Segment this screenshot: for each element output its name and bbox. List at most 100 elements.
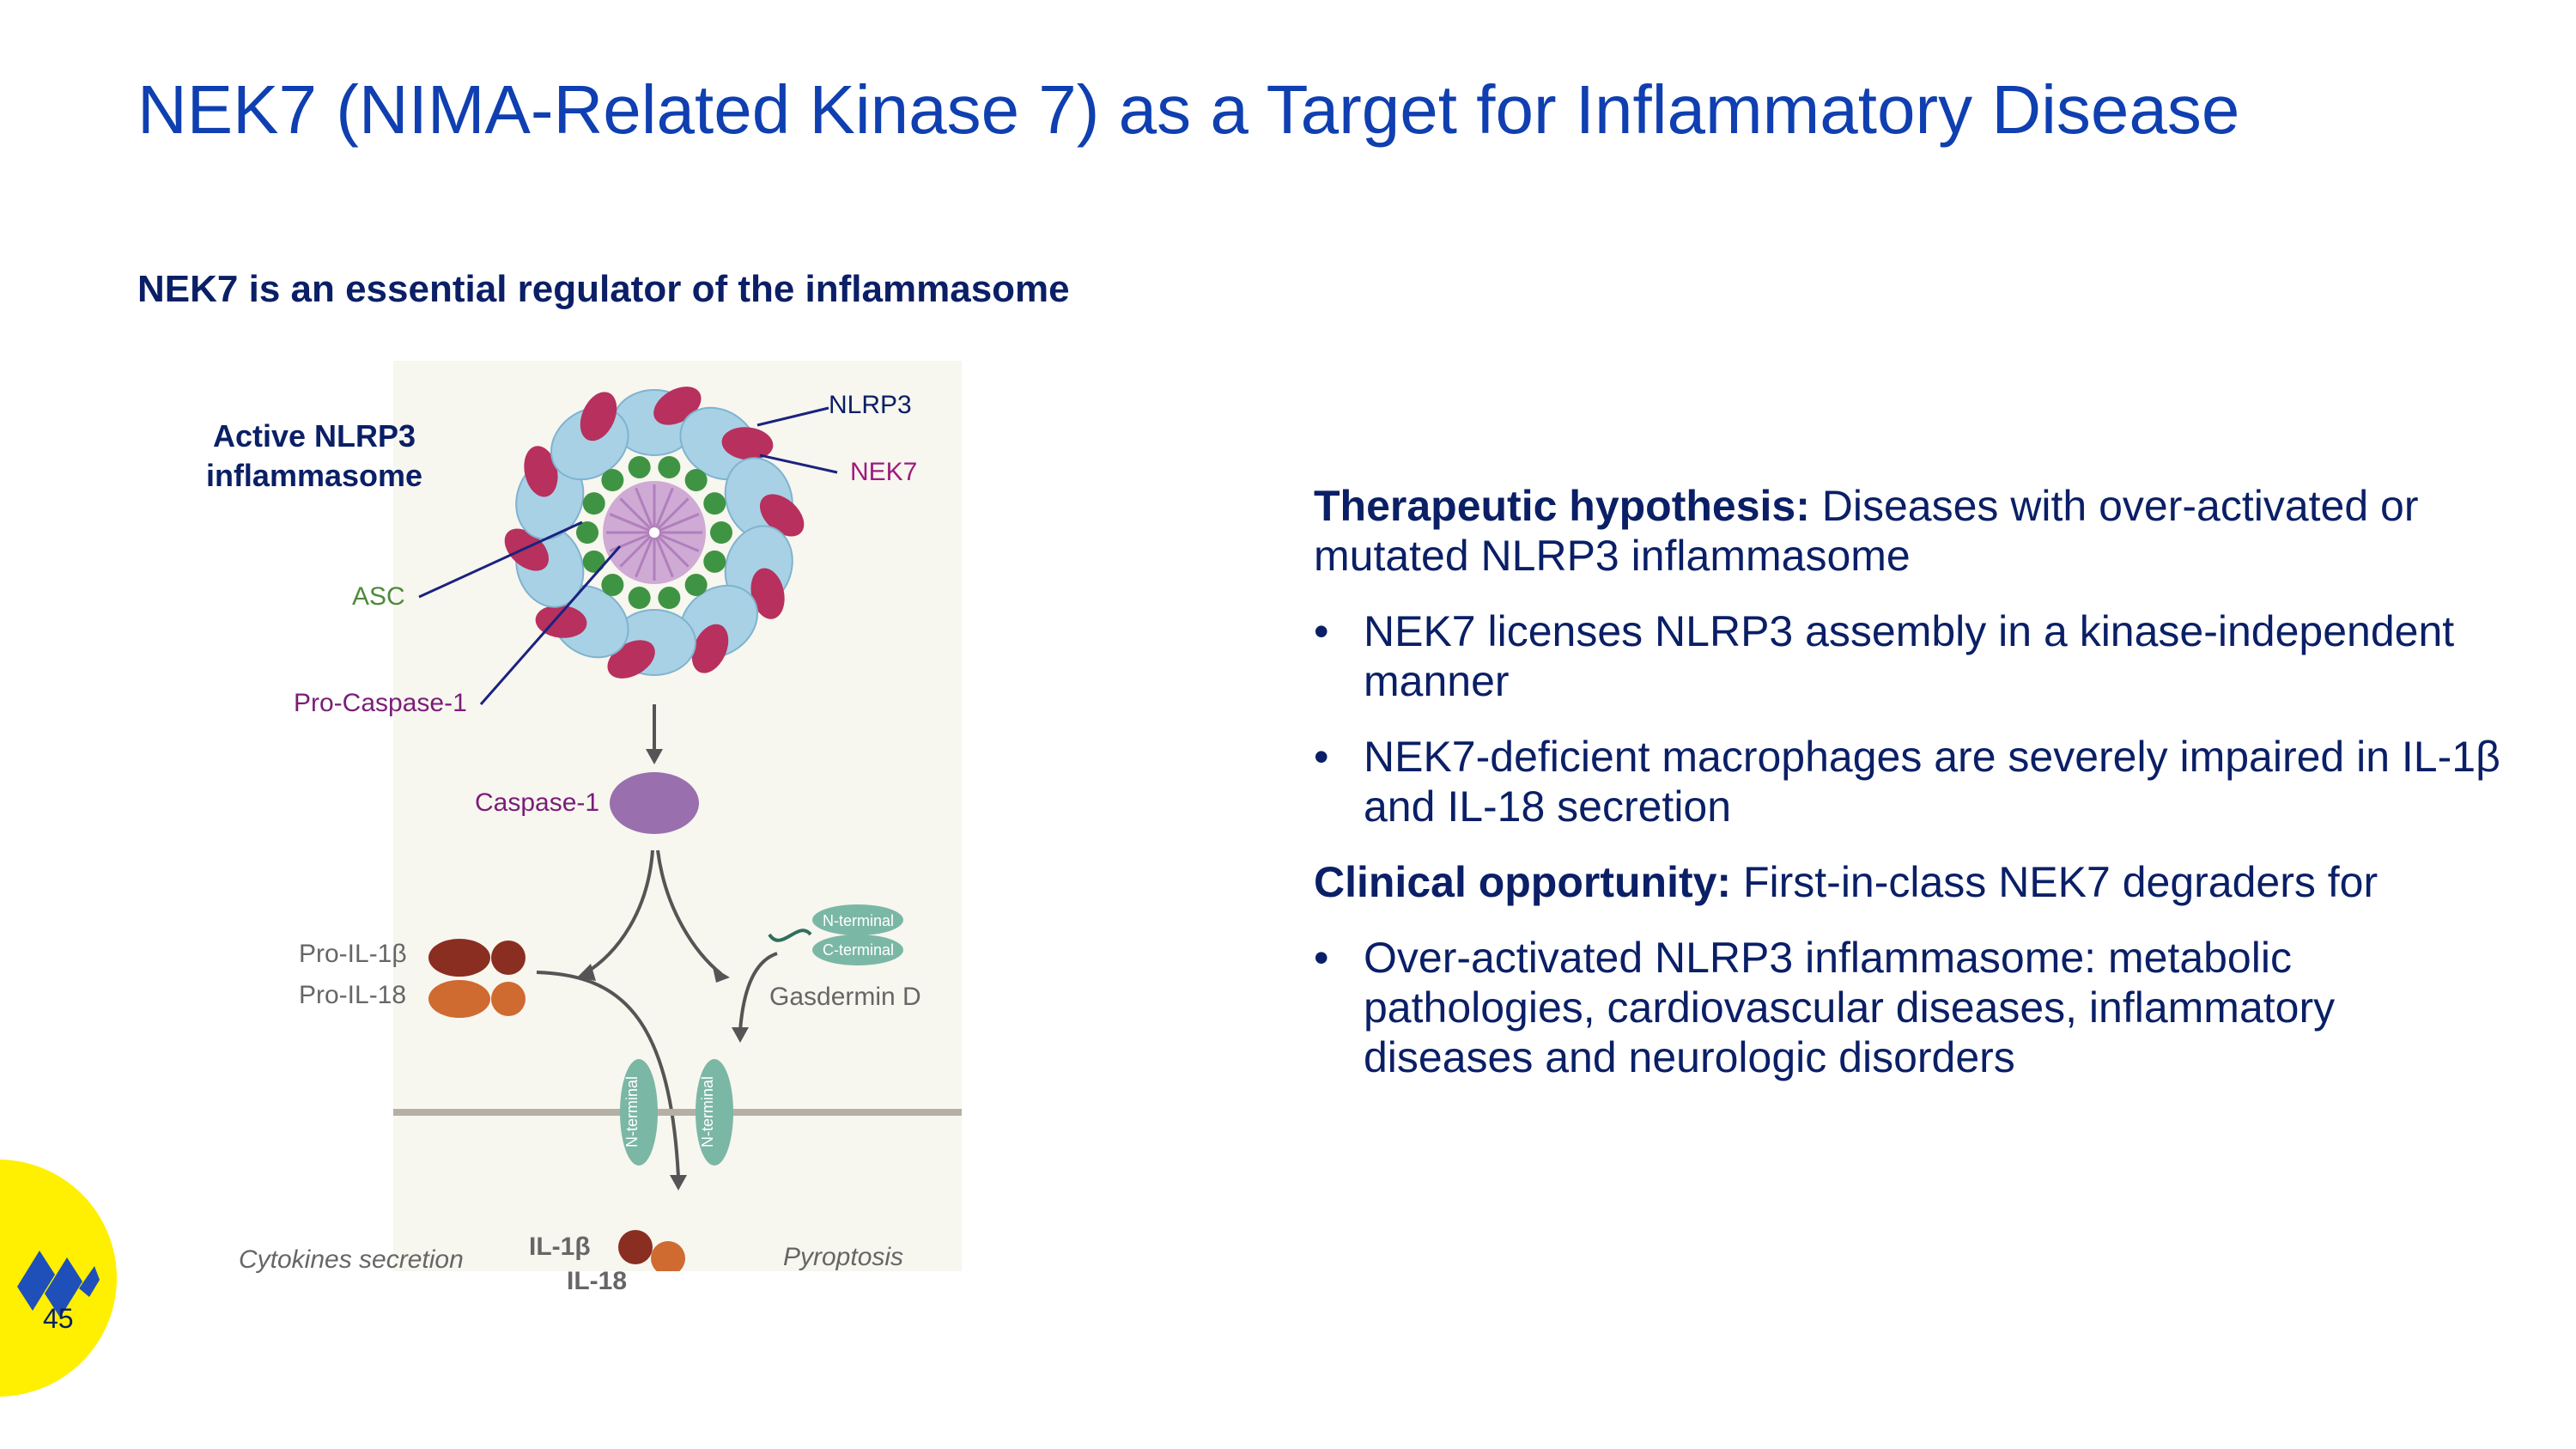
nek7-label: NEK7 [850,458,918,486]
gasdermin-arrowhead [732,1027,749,1043]
nek7-subunit [750,568,785,619]
caspase-1-shape [610,772,699,834]
opportunity-bullets: • Over-activated NLRP3 inflammasome: meta… [1314,933,2516,1082]
pro-caspase-filament [635,487,656,533]
page-number: 45 [43,1303,74,1334]
asc-subunit [576,521,598,544]
right-branch-arrow [656,849,723,976]
membrane-pore-right [696,1059,733,1166]
asc-subunit [703,550,726,573]
il18-shape [651,1241,685,1271]
pore-left-label: N-terminal [623,1075,641,1148]
opportunity-paragraph: Clinical opportunity: First-in-class NEK… [1314,857,2516,907]
nek7-subunit [535,605,587,638]
content-panel: Therapeutic hypothesis: Diseases with ov… [1314,481,2516,1108]
pro-il1b-shape [428,939,490,977]
pro-caspase-filament [653,532,674,578]
gasdermin-n-terminal-shape [812,904,903,935]
pro-il18-label: Pro-IL-18 [299,981,407,1009]
gasdermin-c-terminal-shape [812,935,903,965]
nek7-pointer-line [759,454,838,474]
pro-caspase-filament [619,531,656,568]
gasdermin-linker [768,928,812,942]
bullet-dot: • [1314,733,1329,781]
nek7-subunit [721,427,774,460]
nek7-subunit [524,446,558,497]
nek7-subunit [504,528,550,571]
nlrp3-pointer-line [756,406,829,427]
pro-caspase-filament [619,497,656,534]
heading-line-1: Active NLRP3 [212,418,416,454]
pro-caspase-pointer-line [479,545,622,705]
pro-caspase-label: Pro-Caspase-1 [294,689,467,717]
nek7-subunit [759,494,805,537]
asc-subunit [658,587,681,610]
asc-pointer-line [418,521,583,599]
asc-subunit [658,455,681,478]
pyroptosis-label: Pyroptosis [783,1243,904,1271]
core-center [649,527,659,538]
left-branch-arrowhead [577,964,596,981]
pro-caspase-filament [609,513,655,534]
hypothesis-text: Diseases with over-activated or mutated … [1314,482,2419,580]
asc-subunit [710,521,732,544]
asc-subunit [601,573,624,596]
gasdermin-arrow [738,952,778,1032]
il18-label: IL-18 [567,1267,628,1295]
slide-title: NEK7 (NIMA-Related Kinase 7) as a Target… [137,71,2240,148]
bullet-text: NEK7 licenses NLRP3 assembly in a kinase… [1364,607,2455,705]
right-branch-arrowhead [713,967,730,983]
hypothesis-bullets: • NEK7 licenses NLRP3 assembly in a kinas… [1314,606,2516,831]
heading-line-2: inflammasome [205,458,423,493]
nek7-subunit [580,392,617,441]
pro-il18-shape [428,980,490,1018]
diagram-canvas [393,361,962,1271]
bullet-text: NEK7-deficient macrophages are severely … [1364,733,2500,831]
nlrp3-label: NLRP3 [829,391,912,419]
hypothesis-paragraph: Therapeutic hypothesis: Diseases with ov… [1314,481,2516,581]
bullet-text: Over-activated NLRP3 inflammasome: metab… [1364,934,2336,1081]
company-logo-badge [0,1160,117,1397]
pro-caspase-filament [635,532,656,578]
il1b-shape [618,1230,653,1264]
bullet-item: • Over-activated NLRP3 inflammasome: meta… [1314,933,2516,1082]
inflammasome-ring [504,387,805,679]
bullet-item: • NEK7-deficient macrophages are severely… [1314,732,2516,831]
slide-subtitle: NEK7 is an essential regulator of the in… [137,268,1070,310]
pro-caspase-filament [653,531,690,568]
pro-il1b-label: Pro-IL-1β [299,940,407,968]
asc-subunit [582,492,605,515]
membrane-pore-left [620,1059,658,1166]
pro-caspase-filament [653,497,690,534]
cell-membrane [393,1109,962,1116]
caspase-1-label: Caspase-1 [475,788,600,817]
asc-subunit [628,587,651,610]
hypothesis-label: Therapeutic hypothesis: [1314,482,1810,530]
pro-il18-shape-b [491,982,526,1016]
gasdermin-c-terminal-label: C-terminal [823,941,895,959]
left-branch-arrow [582,849,654,976]
bullet-dot: • [1314,934,1329,982]
secretion-arrow [536,971,680,1178]
asc-label: ASC [352,582,405,611]
bullet-dot: • [1314,607,1329,655]
opportunity-text: First-in-class NEK7 degraders for [1731,858,2379,906]
asc-subunit [684,469,708,492]
il1b-label: IL-1β [529,1233,591,1261]
asc-subunit [628,455,651,478]
inflammasome-diagram: Active NLRP3 inflammasome NLRP3 NEK7 ASC… [172,361,962,1295]
pore-right-label: N-terminal [699,1075,717,1148]
nek7-subunit [691,624,729,673]
asc-subunit [703,492,726,515]
cytokines-secretion-label: Cytokines secretion [239,1245,464,1274]
pro-il1b-shape-b [491,941,526,975]
gasdermin-label: Gasdermin D [769,983,921,1011]
activation-arrowhead [646,749,663,764]
asc-subunit [684,573,708,596]
pro-caspase-filament [653,487,674,533]
asc-subunit [601,469,624,492]
secretion-arrowhead [670,1175,687,1190]
logo-mark-icon [17,1251,100,1318]
pro-caspase-filament [653,513,700,534]
gasdermin-n-terminal-label: N-terminal [823,912,895,929]
